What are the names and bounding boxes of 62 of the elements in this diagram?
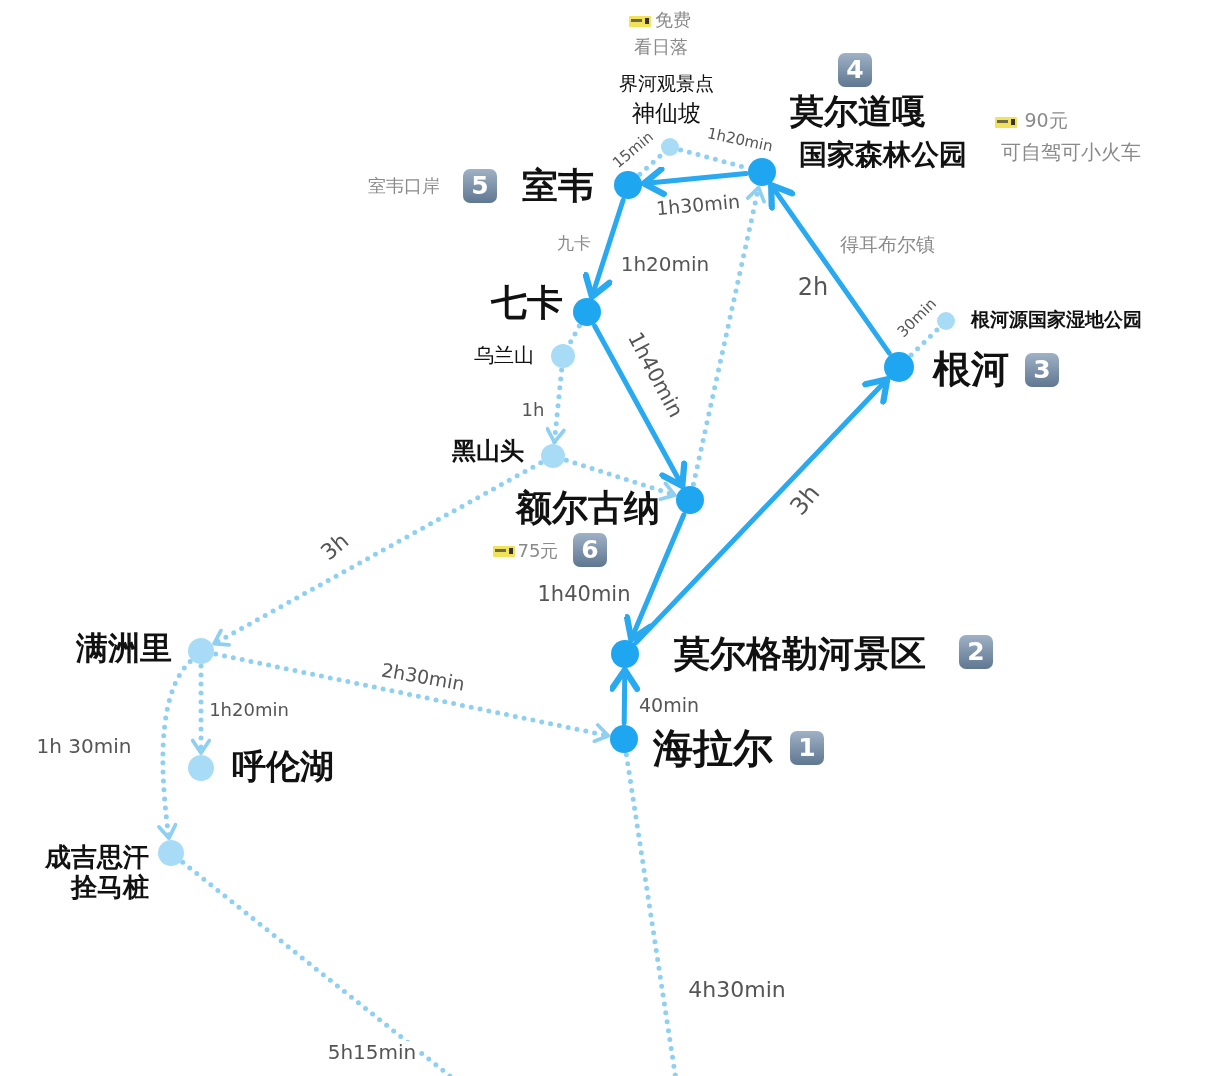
route-arrow — [623, 512, 687, 643]
place-name: 额尔古纳 — [516, 487, 660, 529]
stop-dot — [551, 344, 575, 368]
stop-dot — [158, 840, 184, 866]
note-text: 看日落 — [634, 36, 688, 58]
place-name: 海拉尔 — [653, 725, 773, 771]
stop-dot — [661, 138, 679, 156]
place-name: 乌兰山 — [474, 343, 534, 367]
place-name: 神仙坡 — [631, 99, 701, 127]
route-arrow — [211, 460, 544, 647]
route-arrow — [582, 197, 626, 300]
number-badge: 2 — [959, 635, 993, 669]
stop-dot — [937, 312, 955, 330]
route-arrow — [640, 166, 749, 198]
number-badge: 5 — [463, 169, 497, 203]
place-name: 国家森林公园 — [799, 138, 967, 172]
place-name: 根河 — [933, 348, 1009, 392]
route-arrow — [190, 663, 212, 756]
stop-dot — [541, 444, 565, 468]
stop-dot — [676, 486, 704, 514]
place-name: 界河观景点 — [618, 73, 714, 95]
route-arrow — [768, 181, 892, 356]
stop-dot — [188, 755, 214, 781]
place-note: 九卡 — [557, 234, 591, 254]
route-arrow — [690, 185, 766, 487]
place-name: 呼伦湖 — [232, 747, 334, 787]
place-name: 黑山头 — [452, 438, 524, 466]
stop-dot — [884, 352, 914, 382]
number-badge: 1 — [790, 731, 824, 765]
note-text: 室韦口岸 — [368, 175, 440, 197]
stop-dot — [188, 638, 214, 664]
route-arrow — [213, 651, 611, 744]
route-arrow — [592, 323, 688, 490]
route-line — [623, 752, 679, 1076]
place-name: 成吉思汗拴马桩 — [44, 843, 149, 903]
route-arrow — [633, 376, 891, 645]
place-name: 满洲里 — [76, 629, 172, 667]
price-text: 免费 — [655, 9, 691, 31]
number-badge: 3 — [1025, 353, 1059, 387]
stop-dot — [611, 640, 639, 668]
place-name: 根河源国家湿地公园 — [970, 309, 1142, 331]
stop-dot — [614, 171, 642, 199]
price-text: 75元 — [517, 540, 559, 562]
place-name: 莫尔道嘎 — [790, 92, 926, 132]
route-arrow — [157, 658, 193, 841]
route-line — [637, 151, 665, 177]
route-line — [567, 323, 582, 347]
stop-dot — [748, 158, 776, 186]
number-badge: 4 — [838, 53, 872, 87]
stop-dot — [573, 298, 601, 326]
route-arrow — [545, 367, 566, 445]
number-badge: 6 — [573, 533, 607, 567]
note-text: 可自驾可小火车 — [1001, 140, 1141, 164]
route-line — [908, 326, 941, 358]
route-arrow — [563, 457, 678, 502]
place-name: 室韦 — [522, 165, 594, 207]
place-name: 七卡 — [491, 282, 563, 324]
place-name: 莫尔格勒河景区 — [674, 633, 926, 675]
route-arrow — [608, 666, 641, 726]
place-note: 得耳布尔镇 — [839, 234, 935, 256]
price-text: 90元 — [1024, 110, 1068, 132]
stop-dot — [610, 725, 638, 753]
